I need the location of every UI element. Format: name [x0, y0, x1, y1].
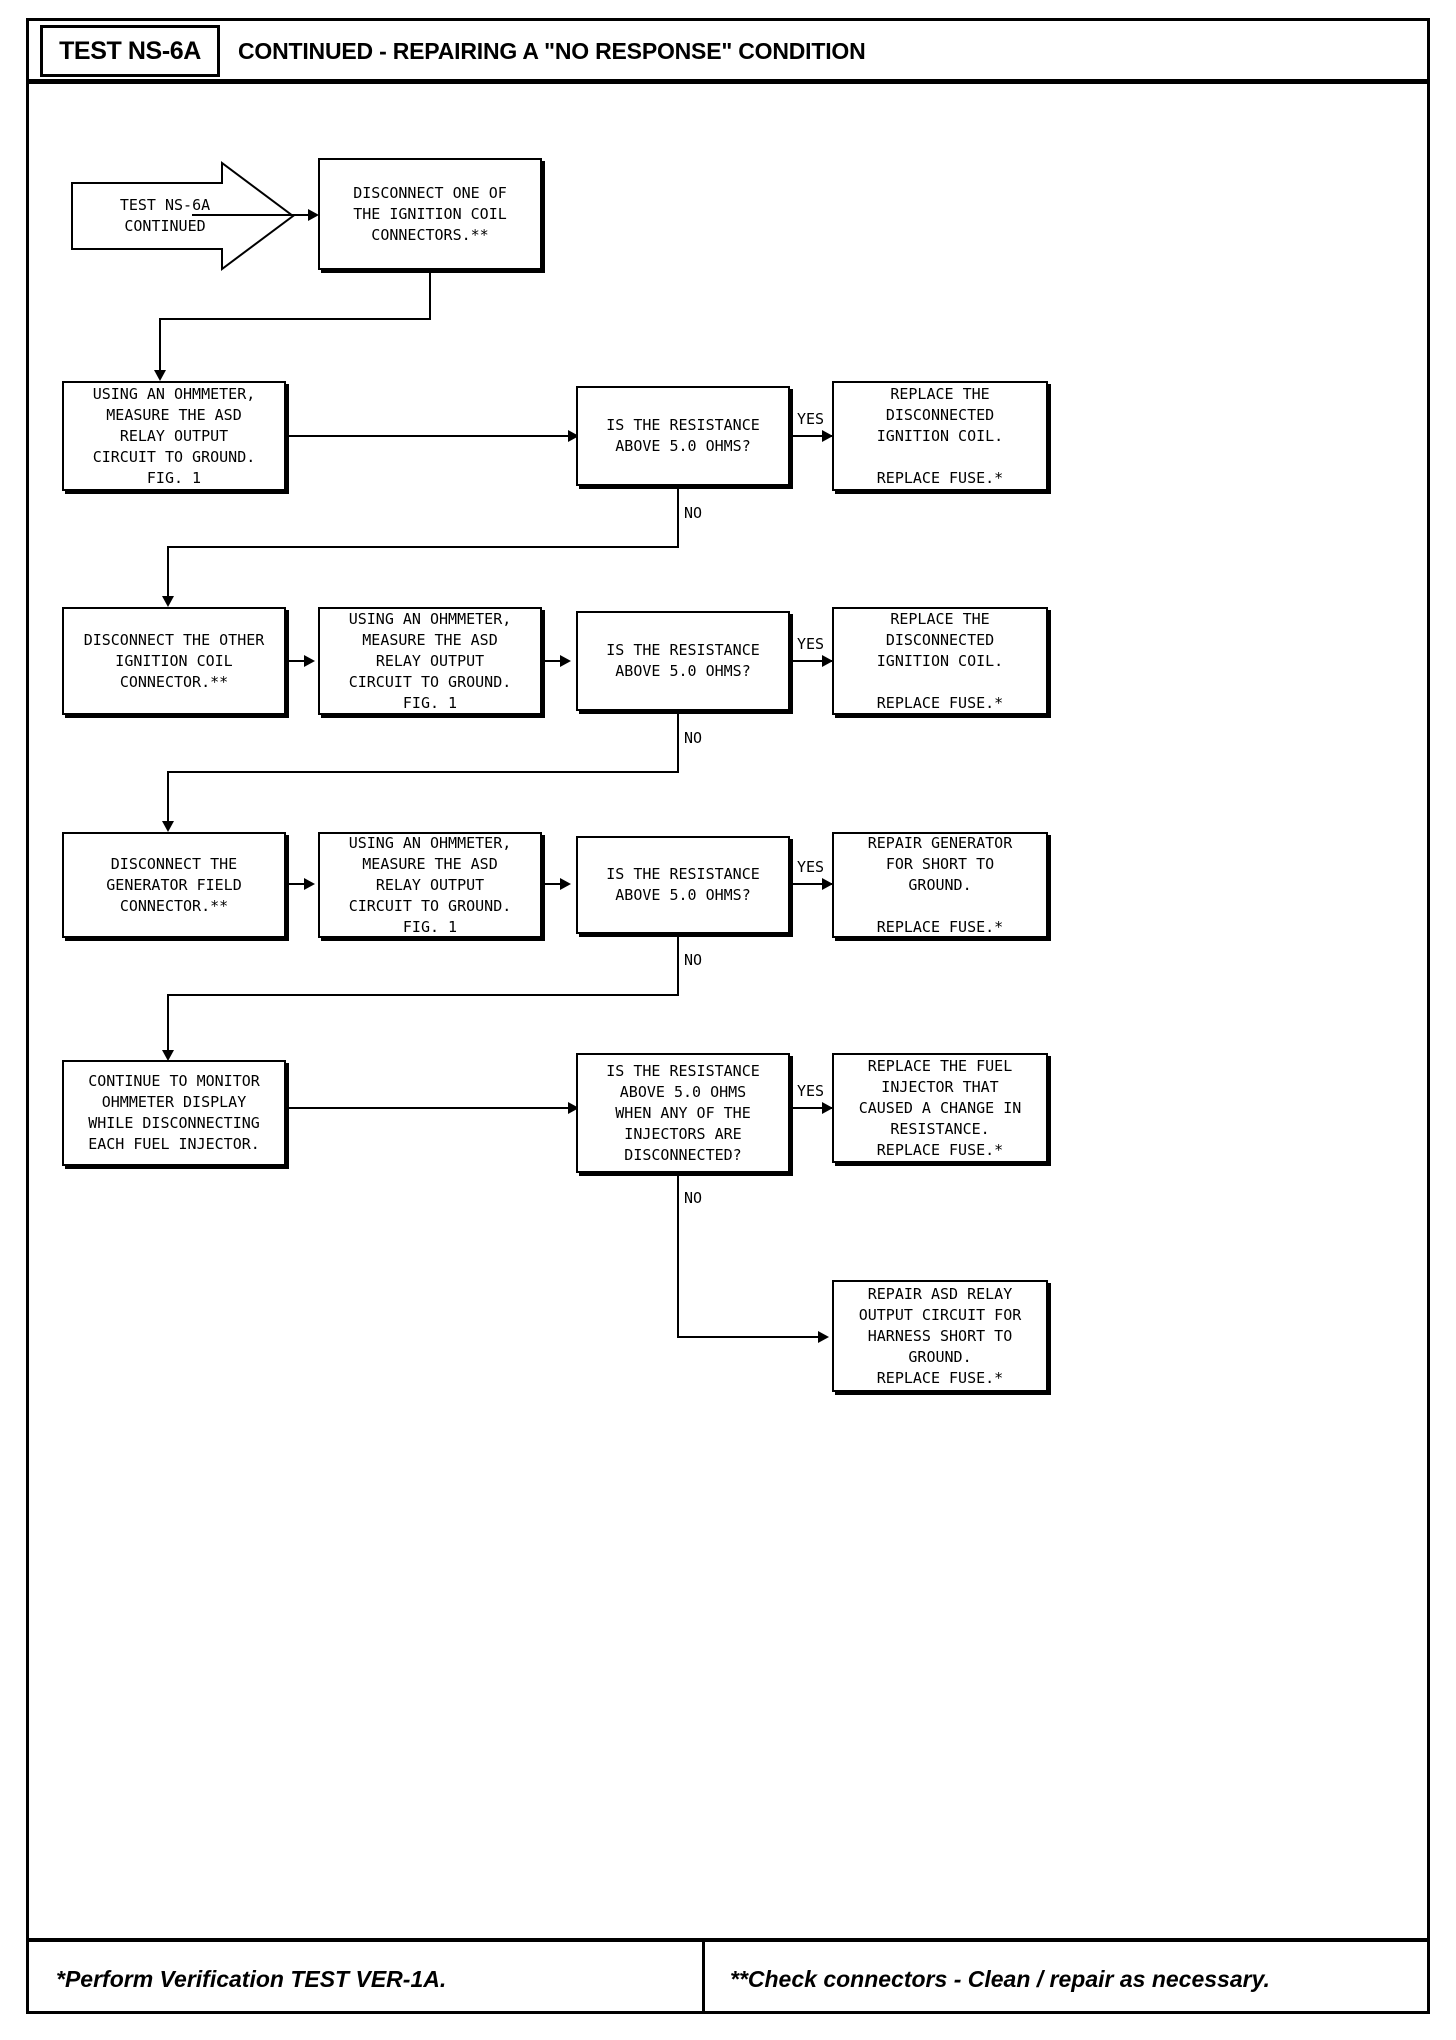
edge-measure-2-to-decision-2 [542, 660, 568, 662]
header-title: CONTINUED - REPAIRING A "NO RESPONSE" CO… [238, 37, 866, 64]
edge-decision-2-yes [790, 660, 832, 662]
edge-label-no-3: NO [684, 951, 703, 969]
node-result-2: REPLACE THE DISCONNECTED IGNITION COIL. … [832, 607, 1048, 715]
node-result-3: REPAIR GENERATOR FOR SHORT TO GROUND. RE… [832, 832, 1048, 938]
header-band [26, 18, 1430, 84]
node-measure-3: USING AN OHMMETER, MEASURE THE ASD RELAY… [318, 832, 542, 938]
edge-decision-3-no-left [167, 994, 679, 996]
edge-start-to-disconnect-one [192, 214, 312, 216]
edge-decision-3-no-into-row4 [167, 994, 169, 1056]
arrowhead-into-measure-1 [154, 370, 166, 381]
edge-label-yes-4: YES [797, 1082, 825, 1100]
edge-disconnect-other-to-measure-2 [286, 660, 312, 662]
edge-label-yes-2: YES [797, 635, 825, 653]
arrowhead-into-result-5 [818, 1331, 829, 1343]
edge-measure-1-to-decision-1 [286, 435, 576, 437]
node-measure-2: USING AN OHMMETER, MEASURE THE ASD RELAY… [318, 607, 542, 715]
start-banner: TEST NS-6A CONTINUED [70, 161, 295, 271]
arrowhead-into-disconnect-generator [162, 821, 174, 832]
node-decision-1: IS THE RESISTANCE ABOVE 5.0 OHMS? [576, 386, 790, 486]
arrowhead-measure-2-to-decision-2 [560, 655, 571, 667]
node-decision-4: IS THE RESISTANCE ABOVE 5.0 OHMS WHEN AN… [576, 1053, 790, 1173]
arrowhead-disconnect-other-to-measure-2 [304, 655, 315, 667]
header-test-id-cell: TEST NS-6A [40, 25, 220, 77]
arrowhead-start-to-disconnect-one [308, 209, 319, 221]
arrowhead-monitor-to-decision-4 [568, 1102, 579, 1114]
arrowhead-decision-3-yes [822, 878, 833, 890]
arrowhead-decision-1-yes [822, 430, 833, 442]
edge-label-no-4: NO [684, 1189, 703, 1207]
edge-decision-4-no-right [677, 1336, 822, 1338]
edge-label-yes-1: YES [797, 410, 825, 428]
arrowhead-decision-4-yes [822, 1102, 833, 1114]
node-result-5: REPAIR ASD RELAY OUTPUT CIRCUIT FOR HARN… [832, 1280, 1048, 1392]
edge-label-no-1: NO [684, 504, 703, 522]
edge-decision-2-no-left [167, 771, 679, 773]
edge-decision-2-no-into-row3 [167, 771, 169, 827]
edge-decision-4-yes [790, 1107, 832, 1109]
node-disconnect-generator: DISCONNECT THE GENERATOR FIELD CONNECTOR… [62, 832, 286, 938]
edge-decision-1-yes [790, 435, 832, 437]
page-border [26, 18, 1430, 2014]
footer-band [26, 1938, 1430, 2014]
edge-decision-4-no-down [677, 1173, 679, 1338]
arrowhead-measure-3-to-decision-3 [560, 878, 571, 890]
node-disconnect-other-coil: DISCONNECT THE OTHER IGNITION COIL CONNE… [62, 607, 286, 715]
edge-disconnect-generator-to-measure-3 [286, 883, 312, 885]
node-measure-1: USING AN OHMMETER, MEASURE THE ASD RELAY… [62, 381, 286, 491]
edge-disconnect-one-left [159, 318, 431, 320]
arrowhead-into-disconnect-other-coil [162, 596, 174, 607]
footer-note-right: **Check connectors - Clean / repair as n… [730, 1965, 1270, 1992]
edge-decision-3-no-down [677, 934, 679, 996]
edge-monitor-to-decision-4 [286, 1107, 576, 1109]
node-monitor-injectors: CONTINUE TO MONITOR OHMMETER DISPLAY WHI… [62, 1060, 286, 1166]
edge-measure-3-to-decision-3 [542, 883, 568, 885]
node-decision-2: IS THE RESISTANCE ABOVE 5.0 OHMS? [576, 611, 790, 711]
edge-into-measure-1 [159, 318, 161, 376]
footer-divider [702, 1942, 705, 2014]
node-result-4: REPLACE THE FUEL INJECTOR THAT CAUSED A … [832, 1053, 1048, 1163]
edge-decision-1-no-into-row2 [167, 546, 169, 602]
edge-disconnect-one-down [429, 270, 431, 320]
start-banner-label: TEST NS-6A CONTINUED [119, 196, 211, 235]
footer-note-left: *Perform Verification TEST VER-1A. [56, 1965, 447, 1992]
header-test-id-label: TEST NS-6A [59, 36, 201, 65]
edge-decision-1-no-left [167, 546, 679, 548]
edge-decision-1-no-down [677, 486, 679, 548]
node-decision-3: IS THE RESISTANCE ABOVE 5.0 OHMS? [576, 836, 790, 934]
arrowhead-into-monitor-injectors [162, 1050, 174, 1061]
node-result-1: REPLACE THE DISCONNECTED IGNITION COIL. … [832, 381, 1048, 491]
edge-label-yes-3: YES [797, 858, 825, 876]
node-disconnect-one-coil: DISCONNECT ONE OF THE IGNITION COIL CONN… [318, 158, 542, 270]
start-banner-shape [71, 161, 295, 271]
arrowhead-decision-2-yes [822, 655, 833, 667]
arrowhead-disconnect-generator-to-measure-3 [304, 878, 315, 890]
edge-decision-2-no-down [677, 711, 679, 773]
edge-decision-3-yes [790, 883, 832, 885]
edge-label-no-2: NO [684, 729, 703, 747]
arrowhead-measure-1-to-decision-1 [568, 430, 579, 442]
